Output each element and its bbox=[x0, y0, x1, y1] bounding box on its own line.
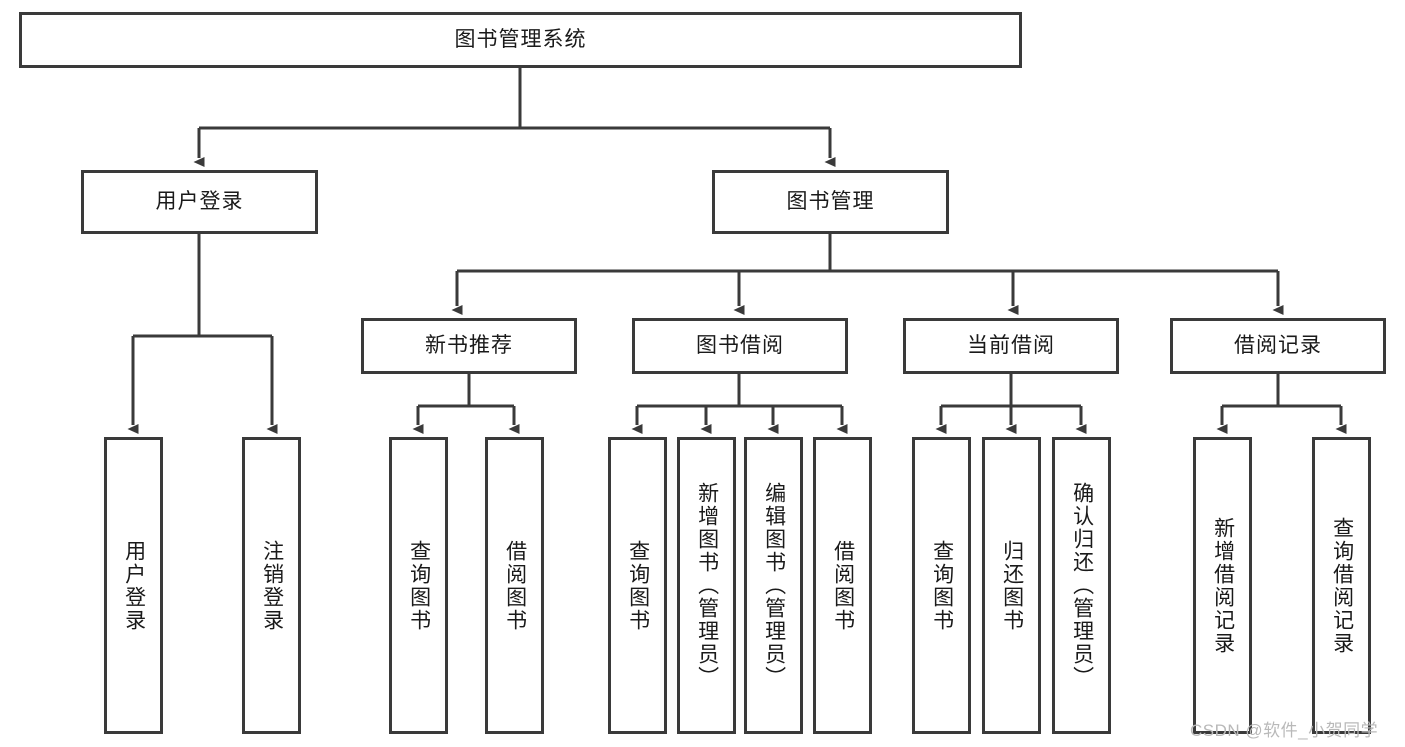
node-user-login[interactable]: 用户登录 bbox=[81, 170, 318, 234]
leaf-label: 归还图书 bbox=[1000, 539, 1024, 632]
leaf-label: 用户登录 bbox=[122, 539, 146, 632]
node-current-borrow[interactable]: 当前借阅 bbox=[903, 318, 1119, 374]
leaf-label: 注销登录 bbox=[260, 539, 284, 632]
leaf-label: 借阅图书 bbox=[503, 539, 527, 632]
node-current-borrow-label: 当前借阅 bbox=[967, 334, 1055, 358]
node-book-management-label: 图书管理 bbox=[786, 190, 875, 214]
node-root[interactable]: 图书管理系统 bbox=[19, 12, 1022, 68]
node-borrow-record-label: 借阅记录 bbox=[1234, 334, 1322, 358]
leaf-label: 查询图书 bbox=[930, 539, 954, 632]
node-user-login-label: 用户登录 bbox=[155, 190, 244, 214]
leaf-label: 借阅图书 bbox=[831, 539, 855, 632]
node-new-book-recommend[interactable]: 新书推荐 bbox=[361, 318, 577, 374]
leaf-book-borrow-borrow[interactable]: 借阅图书 bbox=[813, 437, 872, 734]
leaf-current-borrow-return[interactable]: 归还图书 bbox=[982, 437, 1041, 734]
leaf-book-borrow-edit[interactable]: 编辑图书（管理员） bbox=[744, 437, 803, 734]
leaf-book-borrow-add[interactable]: 新增图书（管理员） bbox=[677, 437, 736, 734]
leaf-label: 查询图书 bbox=[626, 539, 650, 632]
leaf-new-book-borrow[interactable]: 借阅图书 bbox=[485, 437, 544, 734]
leaf-label: 新增借阅记录 bbox=[1211, 516, 1235, 655]
leaf-user-login-logout[interactable]: 注销登录 bbox=[242, 437, 301, 734]
node-borrow-record[interactable]: 借阅记录 bbox=[1170, 318, 1386, 374]
leaf-label: 确认归还（管理员） bbox=[1070, 482, 1094, 689]
leaf-current-borrow-confirm[interactable]: 确认归还（管理员） bbox=[1052, 437, 1111, 734]
leaf-user-login-login[interactable]: 用户登录 bbox=[104, 437, 163, 734]
leaf-current-borrow-query[interactable]: 查询图书 bbox=[912, 437, 971, 734]
csdn-watermark: CSDN @软件_小贺同学 bbox=[1190, 721, 1379, 740]
node-book-management[interactable]: 图书管理 bbox=[712, 170, 949, 234]
leaf-label: 查询图书 bbox=[407, 539, 431, 632]
leaf-borrow-record-query[interactable]: 查询借阅记录 bbox=[1312, 437, 1371, 734]
leaf-label: 编辑图书（管理员） bbox=[762, 482, 786, 689]
leaf-book-borrow-query[interactable]: 查询图书 bbox=[608, 437, 667, 734]
leaf-borrow-record-add[interactable]: 新增借阅记录 bbox=[1193, 437, 1252, 734]
node-book-borrow-label: 图书借阅 bbox=[696, 334, 784, 358]
node-root-label: 图书管理系统 bbox=[454, 28, 587, 52]
node-book-borrow[interactable]: 图书借阅 bbox=[632, 318, 848, 374]
node-new-book-recommend-label: 新书推荐 bbox=[425, 334, 513, 358]
leaf-label: 新增图书（管理员） bbox=[695, 482, 719, 689]
leaf-new-book-query[interactable]: 查询图书 bbox=[389, 437, 448, 734]
leaf-label: 查询借阅记录 bbox=[1330, 516, 1354, 655]
